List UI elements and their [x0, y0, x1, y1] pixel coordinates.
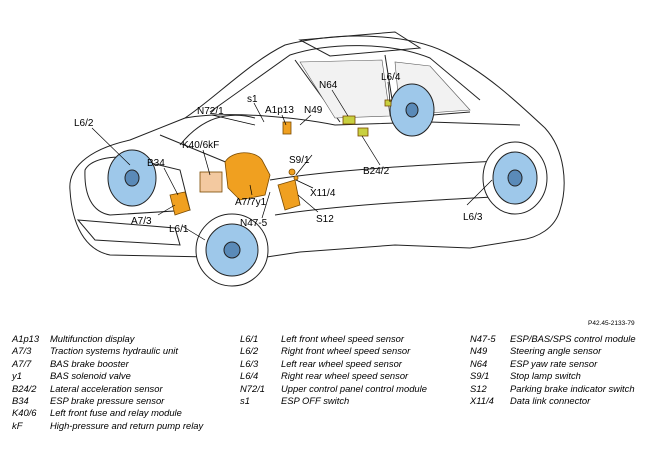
legend-item: L6/1 Left front wheel speed sensor	[240, 333, 460, 345]
legend-text: Steering angle sensor	[510, 345, 602, 357]
legend-item: L6/2 Right front wheel speed sensor	[240, 345, 460, 357]
legend-item: s1 ESP OFF switch	[240, 395, 460, 407]
wheels	[107, 83, 548, 287]
legend-item: S9/1 Stop lamp switch	[470, 370, 666, 382]
legend-text: Right front wheel speed sensor	[281, 345, 411, 357]
legend-item: A7/3 Traction systems hydraulic unit	[12, 345, 228, 357]
legend-item: X11/4 Data link connector	[470, 395, 666, 407]
legend-code: N72/1	[240, 382, 266, 394]
legend-item: S12 Parking brake indicator switch	[470, 383, 666, 395]
legend-item: N72/1 Upper control panel control module	[240, 383, 460, 395]
legend-text: ESP yaw rate sensor	[510, 357, 598, 369]
legend-code: B34	[12, 395, 29, 407]
legend-code: N49	[470, 345, 488, 357]
label-N64: N64	[319, 80, 338, 91]
legend-code: L6/1	[240, 333, 259, 344]
components	[169, 99, 392, 216]
legend-code: A7/7	[12, 357, 32, 369]
legend-code: B24/2	[12, 382, 37, 394]
label-L6-4: L6/4	[381, 72, 401, 83]
legend-code: s1	[240, 395, 250, 407]
leader-lines	[91, 81, 493, 241]
legend-text: ESP OFF switch	[281, 395, 350, 407]
label-L6-3: L6/3	[463, 212, 483, 223]
label-B34: B34	[147, 158, 165, 169]
legend-item: N47-5 ESP/BAS/SPS control module	[470, 333, 666, 345]
legend-text: BAS solenoid valve	[50, 370, 131, 382]
label-S9-1: S9/1	[289, 155, 310, 166]
legend-item: A1p13 Multifunction display	[12, 333, 228, 345]
legend: A1p13 Multifunction display A7/3 Traction …	[0, 333, 671, 450]
legend-code: A7/3	[12, 345, 32, 357]
label-S12: S12	[316, 214, 334, 225]
legend-text: Parking brake indicator switch	[510, 382, 635, 394]
label-N47-5: N47-5	[240, 218, 268, 229]
legend-item: N49 Steering angle sensor	[470, 345, 666, 357]
legend-code: A1p13	[12, 333, 40, 344]
label-L6-2: L6/2	[74, 118, 94, 129]
legend-code: L6/3	[240, 357, 259, 369]
legend-code: X11/4	[470, 395, 494, 407]
legend-item: N64 ESP yaw rate sensor	[470, 358, 666, 370]
label-A1p13: A1p13	[265, 105, 294, 116]
legend-text: Left rear wheel speed sensor	[281, 357, 402, 369]
label-N49: N49	[304, 105, 323, 116]
label-A7-3: A7/3	[131, 216, 152, 227]
legend-text: Traction systems hydraulic unit	[50, 345, 178, 357]
legend-code: N64	[470, 357, 488, 369]
legend-text: Upper control panel control module	[281, 382, 427, 394]
legend-code: L6/4	[240, 370, 259, 382]
legend-column-1: A1p13 Multifunction display A7/3 Traction …	[12, 333, 228, 432]
legend-text: Data link connector	[510, 395, 591, 407]
legend-text: Right rear wheel speed sensor	[281, 370, 409, 382]
legend-item: y1 BAS solenoid valve	[12, 370, 228, 382]
legend-code: K40/6	[12, 407, 37, 419]
legend-item: B24/2 Lateral acceleration sensor	[12, 383, 228, 395]
diagram-reference: P42.45-2133-79	[588, 320, 635, 327]
legend-text: Left front wheel speed sensor	[281, 333, 404, 344]
legend-code: y1	[12, 370, 22, 382]
label-s1: s1	[247, 94, 258, 105]
label-N72-1: N72/1	[197, 106, 224, 117]
legend-text: BAS brake booster	[50, 357, 129, 369]
legend-item: A7/7 BAS brake booster	[12, 358, 228, 370]
legend-code: N47-5	[470, 333, 496, 344]
legend-item: kF High-pressure and return pump relay	[12, 420, 228, 432]
legend-code: L6/2	[240, 345, 259, 357]
legend-code: S9/1	[470, 370, 490, 382]
legend-text: ESP/BAS/SPS control module	[510, 333, 636, 344]
legend-text: Lateral acceleration sensor	[50, 382, 163, 394]
label-A7-7y1: A7/7y1	[235, 197, 267, 208]
legend-code: S12	[470, 382, 487, 394]
legend-text: Left front fuse and relay module	[50, 407, 182, 419]
legend-text: High-pressure and return pump relay	[50, 419, 204, 431]
legend-item: L6/3 Left rear wheel speed sensor	[240, 358, 460, 370]
label-B24-2: B24/2	[363, 166, 390, 177]
label-X11-4: X11/4	[310, 188, 336, 199]
label-K40-6kF: K40/6kF	[182, 140, 219, 151]
callout-labels: s1 N72/1 A1p13 N49 N64 L6/4 L6/2 K40/6kF…	[74, 72, 483, 235]
car-diagram: s1 N72/1 A1p13 N49 N64 L6/4 L6/2 K40/6kF…	[69, 31, 565, 287]
legend-text: Stop lamp switch	[510, 370, 581, 382]
label-L6-1: L6/1	[169, 224, 189, 235]
legend-item: B34 ESP brake pressure sensor	[12, 395, 228, 407]
legend-column-3: N47-5 ESP/BAS/SPS control module N49 Steer…	[470, 333, 666, 407]
legend-item: K40/6 Left front fuse and relay module	[12, 407, 228, 419]
legend-text: ESP brake pressure sensor	[50, 395, 165, 407]
legend-code: kF	[12, 419, 23, 431]
legend-item: L6/4 Right rear wheel speed sensor	[240, 370, 460, 382]
legend-text: Multifunction display	[50, 333, 135, 344]
